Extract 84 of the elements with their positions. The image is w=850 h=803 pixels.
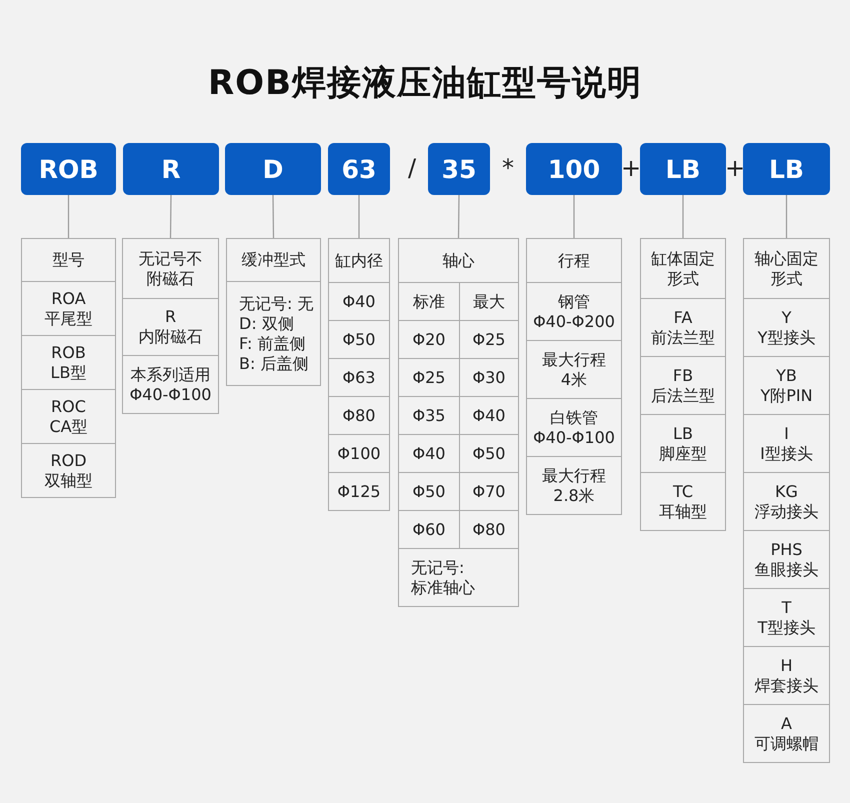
- connector-line: [272, 195, 274, 238]
- spec-cell-text: A 可调螺帽: [744, 704, 829, 762]
- spec-cell-text: PHS 鱼眼接头: [744, 530, 829, 588]
- spec-cell-text: 最大行程 4米: [527, 340, 621, 398]
- spec-cell-text: ROA 平尾型: [22, 281, 115, 335]
- spec-cell-text: 白铁管 Φ40-Φ100: [527, 398, 621, 456]
- spec-table: [743, 238, 830, 763]
- spec-cell-text: LB 脚座型: [641, 414, 725, 472]
- spec-table: [398, 238, 519, 607]
- spec-table: [328, 238, 390, 511]
- code-box: D: [225, 143, 321, 195]
- spec-cell-text: Φ40: [329, 282, 389, 320]
- spec-cell-text: KG 浮动接头: [744, 472, 829, 530]
- header-cell-text: 缓冲型式: [240, 249, 306, 271]
- header-cell-text: 缸体固定形式: [650, 248, 716, 290]
- code-box: ROB: [21, 143, 116, 195]
- header-cell-text: 轴心: [442, 250, 476, 272]
- spec-cell-text: 最大行程 2.8米: [527, 456, 621, 514]
- spec-cell-text: Φ125: [329, 472, 389, 510]
- spec-cell-text: Φ50: [459, 434, 518, 472]
- spec-cell-text: TC 耳轴型: [641, 472, 725, 530]
- connector-line: [682, 195, 684, 238]
- code-box: R: [123, 143, 219, 195]
- code-box: LB: [640, 143, 726, 195]
- spec-table: [122, 238, 219, 414]
- spec-cell-text: Φ25: [399, 358, 459, 396]
- spec-cell-text: Φ50: [399, 472, 459, 510]
- spec-cell-text: Φ40: [399, 434, 459, 472]
- connector-line: [458, 195, 460, 238]
- spec-cell-text: FA 前法兰型: [641, 298, 725, 356]
- separator-sign: +: [620, 153, 642, 183]
- code-box: 35: [428, 143, 490, 195]
- spec-cell-text: 钢管 Φ40-Φ200: [527, 282, 621, 340]
- spec-cell-text: Φ30: [459, 358, 518, 396]
- connector-line: [573, 195, 575, 238]
- spec-cell-text: 无记号: 标准轴心: [399, 548, 518, 606]
- header-cell-text: 缸内径: [334, 250, 384, 272]
- spec-cell-text: Φ20: [399, 320, 459, 358]
- spec-cell-text: FB 后法兰型: [641, 356, 725, 414]
- spec-cell-text: H 焊套接头: [744, 646, 829, 704]
- spec-cell-text: Φ35: [399, 396, 459, 434]
- spec-cell-text: I I型接头: [744, 414, 829, 472]
- spec-cell-text: T T型接头: [744, 588, 829, 646]
- header-cell-text: 行程: [557, 250, 591, 272]
- separator-sign: /: [408, 153, 416, 183]
- spec-cell-text: 最大: [459, 282, 518, 320]
- spec-table: [226, 238, 321, 386]
- connector-line: [358, 195, 360, 238]
- connector-line: [786, 195, 788, 238]
- code-box: LB: [743, 143, 830, 195]
- spec-cell-text: 本系列适用 Φ40-Φ100: [123, 355, 218, 413]
- code-box: 63: [328, 143, 390, 195]
- spec-table: [526, 238, 622, 515]
- spec-cell-text: ROD 双轴型: [22, 443, 115, 497]
- spec-cell-text: Φ100: [329, 434, 389, 472]
- title: ROB焊接液压油缸型号说明: [207, 62, 643, 105]
- spec-cell-text: Φ63: [329, 358, 389, 396]
- spec-cell-text: Φ50: [329, 320, 389, 358]
- spec-cell-text: Φ60: [399, 510, 459, 548]
- spec-cell-text: ROC CA型: [22, 389, 115, 443]
- spec-cell-text: 标准: [399, 282, 459, 320]
- spec-cell-text: Φ40: [459, 396, 518, 434]
- spec-cell-text: Φ80: [459, 510, 518, 548]
- spec-cell-text: ROB LB型: [22, 335, 115, 389]
- code-box: 100: [526, 143, 622, 195]
- spec-table: [640, 238, 726, 531]
- spec-table: [21, 238, 116, 498]
- spec-cell-text: YB Y附PIN: [744, 356, 829, 414]
- spec-cell-text: Φ25: [459, 320, 518, 358]
- option-text: F: 前盖侧: [239, 334, 306, 354]
- header-cell-text: 无记号不附磁石: [138, 248, 204, 290]
- header-cell-text: 轴心固定形式: [754, 248, 820, 290]
- option-text: 无记号: 无: [239, 294, 314, 314]
- connector-line: [68, 195, 70, 238]
- option-text: B: 后盖侧: [239, 354, 308, 374]
- separator-sign: *: [502, 153, 514, 183]
- header-cell-text: 型号: [52, 249, 86, 271]
- option-text: D: 双侧: [239, 314, 294, 334]
- connector-line: [170, 195, 172, 238]
- spec-cell-text: Y Y型接头: [744, 298, 829, 356]
- spec-cell-text: R 内附磁石: [123, 298, 218, 355]
- spec-cell-text: Φ80: [329, 396, 389, 434]
- spec-cell-text: Φ70: [459, 472, 518, 510]
- separator-sign: +: [724, 153, 746, 183]
